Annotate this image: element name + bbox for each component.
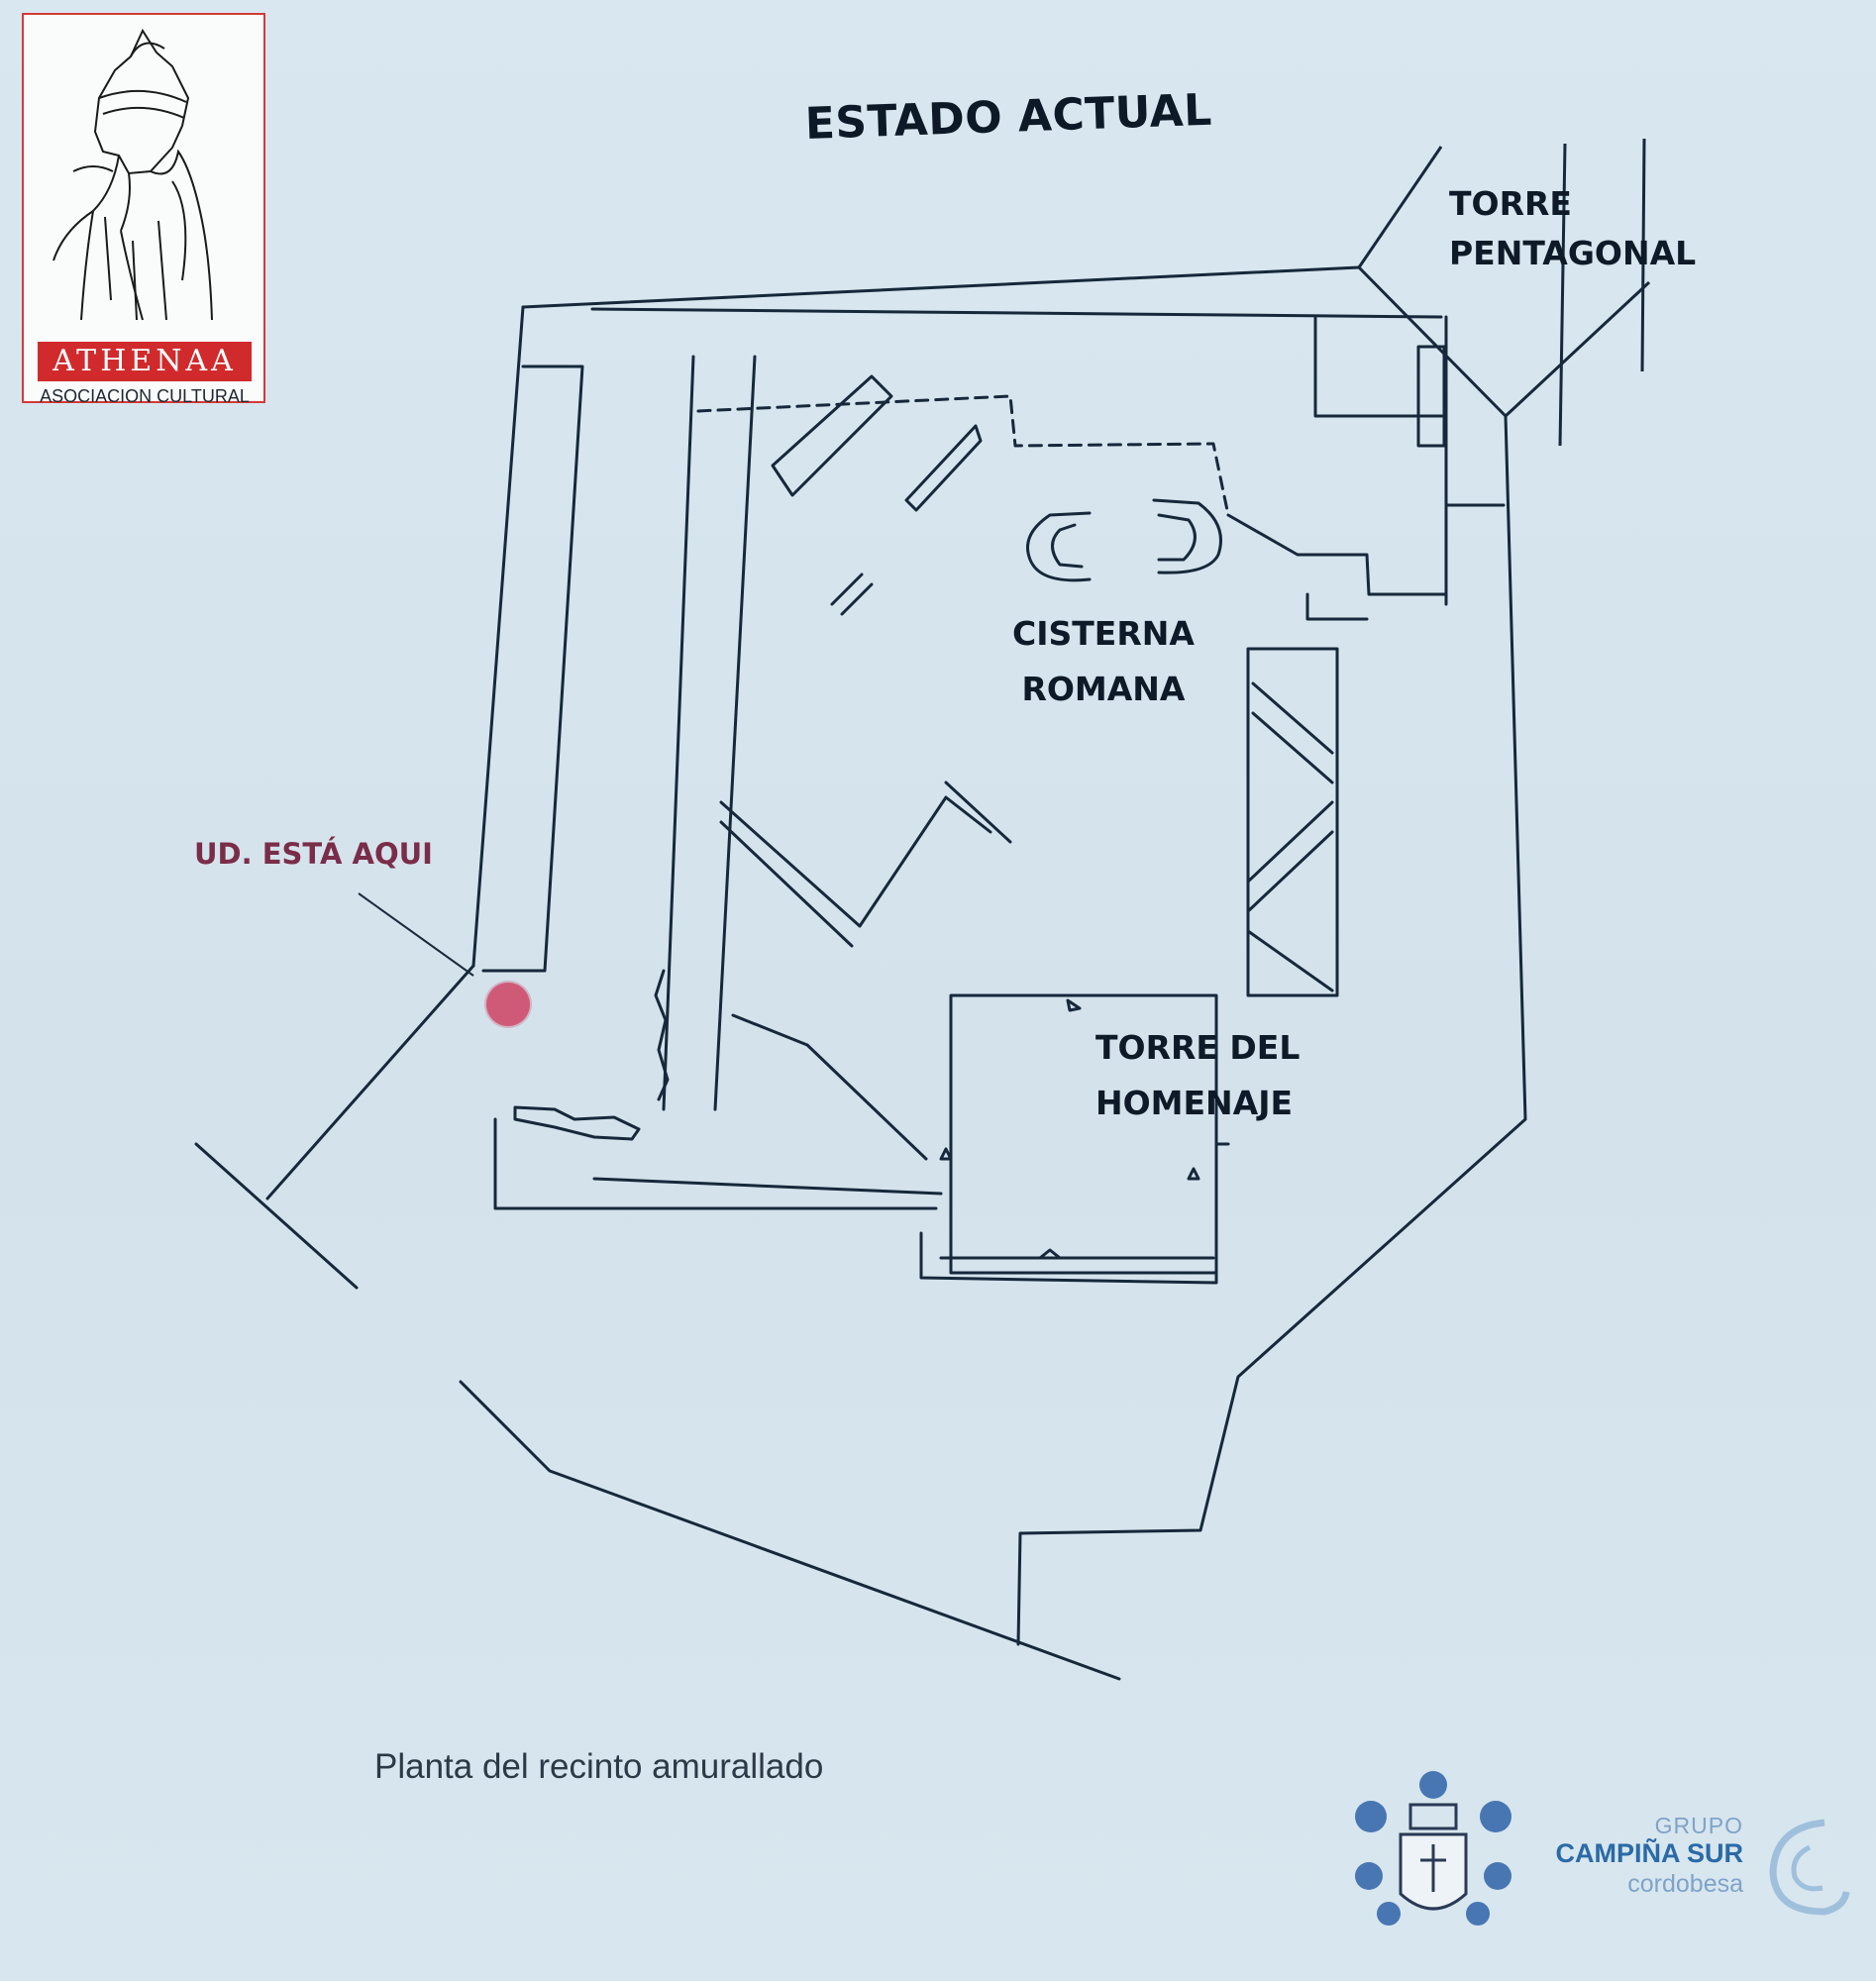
south-wall <box>459 1380 1121 1681</box>
logo-subtitle: ASOCIACION CULTURAL <box>40 386 250 406</box>
label-homenaje-line1: TORRE DEL <box>1095 1028 1301 1067</box>
torre-homenaje-outline <box>949 993 1218 1275</box>
label-torre-pentagonal: TORRE PENTAGONAL <box>1449 176 1696 281</box>
athenaa-logo: ATHENAA ASOCIACION CULTURAL <box>22 13 265 406</box>
logo-name: ATHENAA <box>38 342 252 381</box>
north-wall-inner <box>590 307 1443 319</box>
you-are-here-label: UD. ESTÁ AQUI <box>194 837 433 871</box>
label-torre-homenaje: TORRE DEL HOMENAJE <box>1095 1020 1300 1131</box>
label-torre-pentagonal-line2: PENTAGONAL <box>1449 234 1697 272</box>
swirl-icon <box>1769 1819 1850 1916</box>
inner-corridor <box>662 355 695 1111</box>
west-corridor <box>481 365 584 973</box>
you-are-here-marker <box>486 983 530 1026</box>
label-cisterna-romana: CISTERNA ROMANA <box>1012 606 1195 717</box>
grupo-campina-sur-logo: GRUPO CAMPIÑA SUR cordobesa <box>1555 1813 1864 1931</box>
sw-wall <box>265 964 475 1200</box>
label-cisterna-line2: ROMANA <box>1021 670 1186 708</box>
north-wall <box>521 265 1527 1646</box>
label-torre-pentagonal-line1: TORRE <box>1449 184 1572 223</box>
map-caption: Planta del recinto amurallado <box>374 1747 824 1786</box>
label-cisterna-line1: CISTERNA <box>1012 614 1195 653</box>
group-line3: cordobesa <box>1627 1870 1743 1898</box>
label-homenaje-line2: HOMENAJE <box>1095 1084 1294 1122</box>
athena-head-illustration <box>52 28 213 321</box>
group-line2: CAMPIÑA SUR <box>1555 1838 1743 1868</box>
town-crest-icon <box>1355 1771 1511 1926</box>
group-line1: GRUPO <box>1654 1813 1743 1838</box>
